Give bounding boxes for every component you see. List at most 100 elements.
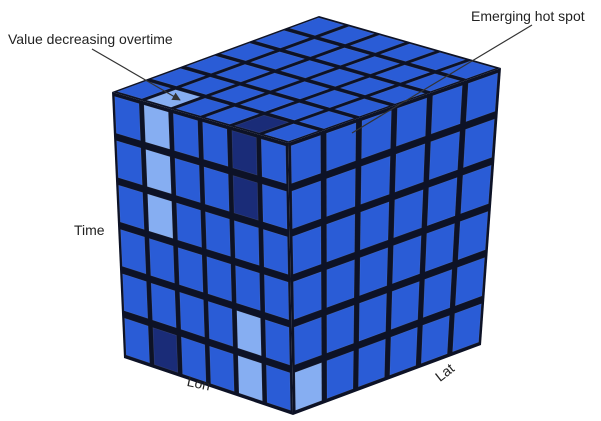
cube-cell-right-r2-c1 — [326, 213, 356, 263]
cube-cell-top-r2-c4 — [339, 77, 396, 96]
cube-cell-front-r3-c3 — [206, 256, 233, 302]
annotation-emerging-hot-spot: Emerging hot spot — [471, 8, 585, 24]
cube-cell-right-r2-c3 — [393, 189, 424, 239]
cube-cell-top-r4-c3 — [239, 93, 296, 113]
cube-cell-top-r1-c2 — [314, 47, 371, 66]
cube-cell-top-r3-c2 — [244, 72, 301, 91]
cube-cell-top-r5-c0 — [116, 80, 172, 100]
cube-cell-right-r1-c0 — [291, 180, 322, 230]
callout-line-hotspot — [351, 24, 533, 134]
cube-cell-front-r4-c0 — [122, 273, 149, 319]
cube-cell-front-r1-c3 — [203, 166, 230, 212]
cube-cell-top-r4-c1 — [180, 76, 236, 95]
cube-cell-front-r3-c0 — [120, 229, 147, 275]
cube-cell-right-r5-c5 — [452, 303, 482, 353]
cube-cell-top-r2-c0 — [220, 42, 276, 62]
cube-cell-front-r4-c5 — [264, 319, 291, 366]
cube-cell-right-r5-c2 — [358, 338, 386, 388]
cube-cell-right-r2-c0 — [292, 225, 322, 275]
cube-cell-right-r3-c2 — [359, 247, 389, 297]
cube-cell-top-r4-c5 — [298, 110, 355, 130]
cube-cell-front-r1-c0 — [116, 140, 143, 186]
cube-cell-front-r3-c2 — [177, 247, 204, 293]
cube-cell-top-r1-c3 — [344, 56, 401, 75]
cube-cell-top-r5-c2 — [175, 97, 231, 117]
cube-cell-right-r5-c1 — [326, 350, 354, 399]
cube-cell-right-r4-c4 — [422, 269, 453, 318]
cube-cell-front-r0-c1 — [143, 104, 171, 150]
cube-cell-front-r2-c1 — [147, 193, 174, 239]
cube-cell-right-r3-c1 — [326, 259, 355, 308]
cube-cell-front-r3-c5 — [263, 274, 290, 321]
cube-cell-right-r3-c5 — [457, 211, 489, 261]
cube-cell-top-r0-c0 — [289, 17, 345, 36]
cube-cell-right-r0-c1 — [326, 122, 357, 172]
cube-cell-front-r5-c3 — [209, 345, 235, 392]
cube-cell-top-r4-c0 — [150, 68, 207, 87]
cube-cell-top-r5-c4 — [233, 114, 290, 134]
cube-cell-right-r3-c3 — [392, 235, 422, 285]
cube-cell-front-r0-c3 — [202, 121, 229, 167]
cube-cell-front-r1-c4 — [232, 175, 259, 221]
cube-cell-front-r5-c5 — [265, 364, 291, 411]
cube-cell-right-r5-c0 — [294, 362, 323, 411]
cube-cell-front-r1-c2 — [174, 157, 201, 204]
cube-cell-front-r4-c1 — [150, 282, 177, 329]
cube-cell-front-r5-c0 — [124, 317, 150, 364]
cube-cell-right-r0-c0 — [290, 134, 322, 184]
cube-cell-top-r0-c4 — [409, 52, 467, 71]
cube-cell-top-r1-c5 — [404, 73, 461, 92]
cube-cell-front-r2-c3 — [205, 211, 231, 257]
cube-cell-right-r2-c2 — [359, 201, 390, 251]
cube-cell-front-r5-c4 — [237, 355, 263, 402]
cube-cell-right-r1-c5 — [463, 118, 495, 169]
cube-cell-front-r5-c2 — [180, 336, 207, 383]
cube-cell-right-r0-c4 — [430, 85, 463, 135]
cube-cell-front-r3-c1 — [148, 238, 175, 284]
annotation-value-decreasing: Value decreasing overtime — [8, 31, 173, 47]
cube-cell-right-r3-c0 — [293, 271, 322, 320]
cube-cell-top-r0-c3 — [379, 43, 436, 62]
cube-cell-front-r4-c4 — [236, 310, 262, 357]
cube-cell-top-r1-c0 — [254, 30, 311, 49]
cube-cell-top-r5-c5 — [263, 123, 319, 142]
cube-cell-right-r2-c5 — [460, 164, 492, 215]
cube-cell-right-r4-c2 — [358, 292, 387, 342]
cube-cell-top-r3-c4 — [304, 89, 361, 109]
cube-cell-top-r3-c3 — [274, 81, 331, 100]
cube-cell-front-r5-c1 — [152, 327, 179, 373]
cube-cell-front-r2-c2 — [176, 202, 203, 248]
cube-cell-front-r1-c1 — [145, 149, 172, 195]
cube-cell-top-r4-c4 — [269, 102, 325, 121]
cube-cell-right-r5-c3 — [389, 326, 418, 376]
cube-cell-front-r2-c4 — [233, 220, 260, 266]
cube-cell-right-r1-c2 — [360, 155, 391, 205]
cube-cell-right-r1-c1 — [326, 168, 356, 217]
cube-cell-top-r2-c3 — [309, 68, 366, 87]
cube-cell-front-r1-c5 — [261, 183, 288, 230]
cube-cell-right-r4-c0 — [293, 316, 322, 366]
cube-cell-top-r5-c3 — [204, 106, 260, 125]
cube-cell-right-r4-c5 — [454, 257, 485, 307]
cube-cell-top-r2-c1 — [249, 51, 306, 70]
cube-cell-right-r4-c3 — [390, 281, 420, 330]
cube-cell-front-r0-c0 — [114, 96, 141, 141]
cube-cell-top-r3-c1 — [215, 64, 271, 83]
cube-cell-right-r0-c5 — [465, 72, 499, 123]
cube-cell-right-r2-c4 — [426, 177, 458, 227]
cube-cell-front-r2-c5 — [262, 228, 289, 275]
cube-cell-right-r4-c1 — [326, 304, 355, 354]
cube-cell-right-r1-c4 — [428, 131, 461, 181]
cube-cell-top-r0-c5 — [439, 60, 497, 80]
cube-cell-front-r4-c2 — [179, 291, 205, 338]
cube-cell-front-r0-c4 — [231, 130, 258, 176]
cube-cell-front-r0-c2 — [172, 113, 200, 159]
cube-cell-top-r1-c4 — [374, 64, 431, 83]
cube-cell-top-r2-c5 — [369, 85, 426, 105]
axis-label-time: Time — [74, 222, 105, 238]
cube-cell-front-r3-c4 — [235, 265, 261, 311]
cube-cell-top-r1-c1 — [284, 38, 341, 58]
cube-cell-top-r0-c1 — [319, 26, 376, 45]
cube-cell-right-r5-c4 — [420, 315, 450, 364]
